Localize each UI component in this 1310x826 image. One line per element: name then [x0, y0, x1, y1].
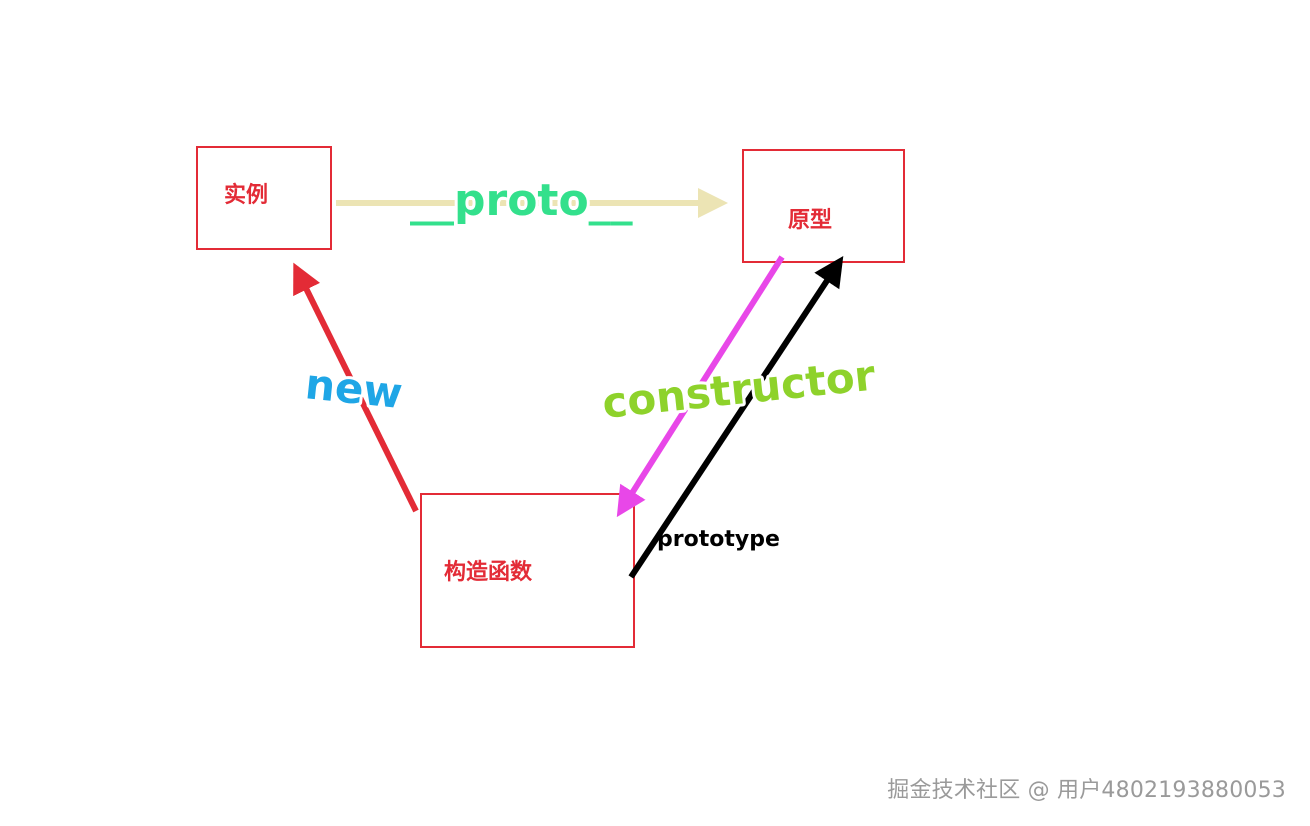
constructor-node: 构造函数 — [420, 493, 635, 648]
constructor-label: 构造函数 — [444, 559, 533, 585]
prototype-arrow — [628, 255, 844, 579]
prototype-label: 原型 — [788, 208, 832, 233]
proto-edge-label: __proto__ — [410, 175, 633, 226]
new-arrow — [293, 262, 419, 513]
new-edge-label: new — [303, 359, 405, 418]
prototype-edge-label: prototype — [657, 527, 780, 552]
instance-label: 实例 — [224, 182, 268, 208]
watermark-text: 掘金技术社区 @ 用户4802193880053 — [887, 778, 1286, 803]
instance-node: 实例 — [196, 146, 332, 250]
prototype-box — [742, 149, 905, 263]
constructor-arrow — [616, 255, 785, 518]
constructor-box — [420, 493, 635, 648]
prototype-node: 原型 — [742, 149, 905, 263]
instance-box — [196, 146, 332, 250]
